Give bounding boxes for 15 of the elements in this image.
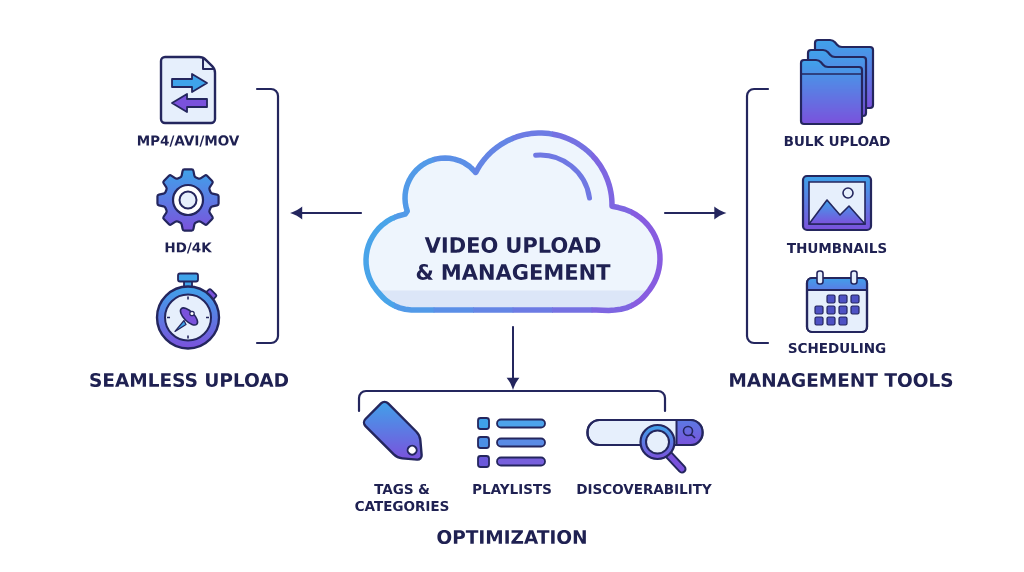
icon-caption: MP4/AVI/MOV xyxy=(137,135,240,147)
icon-caption: BULK UPLOAD xyxy=(784,135,890,147)
arrow xyxy=(507,325,519,388)
arrow xyxy=(663,207,725,219)
icon-caption: HD/4K xyxy=(165,242,213,254)
icon-caption: TAGS & CATEGORIES xyxy=(355,483,449,512)
group-title: SEAMLESS UPLOAD xyxy=(90,373,288,387)
arrow xyxy=(292,207,363,219)
group-title: OPTIMIZATION xyxy=(437,530,586,544)
icon-caption: PLAYLISTS xyxy=(473,483,551,495)
icon-caption: THUMBNAILS xyxy=(786,242,887,254)
group-title: MANAGEMENT TOOLS xyxy=(730,373,953,387)
icon-caption: SCHEDULING xyxy=(788,342,886,354)
icon-caption: DISCOVERABILITY xyxy=(577,483,712,495)
center-title: VIDEO UPLOAD & MANAGEMENT xyxy=(416,237,611,280)
